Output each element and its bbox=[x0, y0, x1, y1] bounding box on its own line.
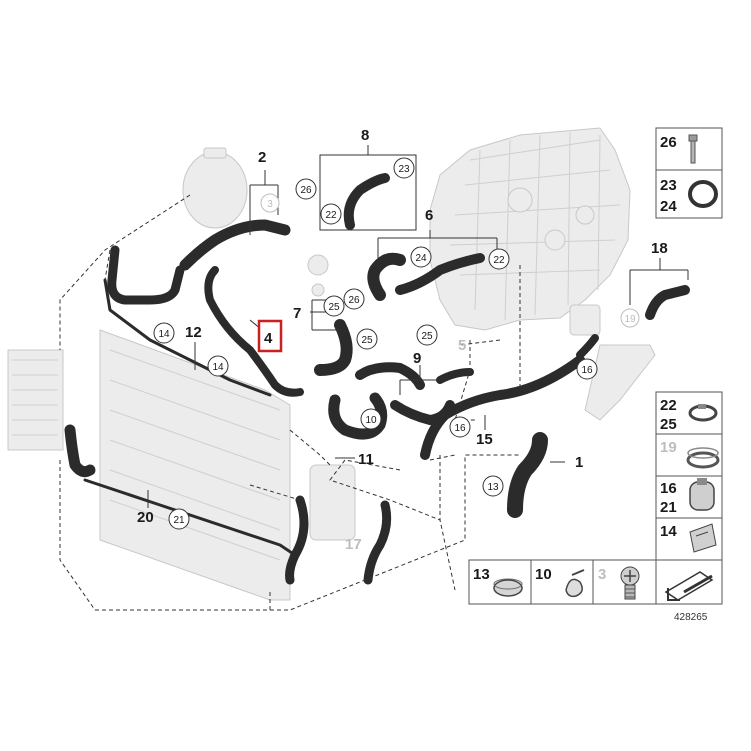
svg-text:22: 22 bbox=[325, 210, 337, 221]
svg-text:14: 14 bbox=[212, 362, 224, 373]
circled-3: 3 bbox=[260, 193, 280, 213]
circled-25-b: 25 bbox=[356, 328, 378, 350]
legend-3: 3 bbox=[598, 566, 606, 583]
svg-text:22: 22 bbox=[493, 255, 505, 266]
callout-labels: 1 2 5 6 7 8 9 11 12 15 17 18 20 bbox=[137, 127, 668, 553]
callout-6: 6 bbox=[425, 207, 433, 224]
leader-lines bbox=[59, 194, 521, 611]
callout-5: 5 bbox=[458, 337, 466, 354]
circled-22-b: 22 bbox=[488, 248, 510, 270]
svg-text:16: 16 bbox=[581, 365, 593, 376]
legend-14: 14 bbox=[660, 523, 677, 540]
svg-text:25: 25 bbox=[421, 331, 433, 342]
circled-25-a: 25 bbox=[323, 295, 345, 317]
circled-23: 23 bbox=[393, 157, 415, 179]
direction-arrow-icon bbox=[664, 571, 714, 601]
svg-text:19: 19 bbox=[624, 314, 636, 325]
coolant-reservoir-illustration bbox=[309, 464, 356, 541]
radiator-illustration bbox=[7, 329, 291, 601]
parts-legend-bottom: 13 10 3 bbox=[468, 559, 657, 605]
bolt-icon bbox=[688, 134, 698, 164]
circled-24: 24 bbox=[410, 246, 432, 268]
circled-21: 21 bbox=[168, 508, 190, 530]
circled-26-a: 26 bbox=[295, 178, 317, 200]
svg-text:13: 13 bbox=[487, 482, 499, 493]
svg-text:23: 23 bbox=[398, 164, 410, 175]
callout-20: 20 bbox=[137, 509, 154, 526]
legend-10: 10 bbox=[535, 566, 552, 583]
parts-legend-right: 26 23 24 22 25 19 16 21 bbox=[655, 127, 723, 605]
thermostat-housing-illustration bbox=[307, 254, 656, 421]
spring-clamp-icon bbox=[686, 447, 720, 469]
callout-12: 12 bbox=[185, 324, 202, 341]
spring-band-clamp-icon bbox=[493, 578, 523, 597]
circled-22-a: 22 bbox=[320, 203, 342, 225]
svg-text:10: 10 bbox=[365, 415, 377, 426]
callout-15: 15 bbox=[476, 431, 493, 448]
circled-14-a: 14 bbox=[153, 322, 175, 344]
retaining-clip-icon bbox=[689, 523, 717, 553]
legend-22: 22 bbox=[660, 397, 677, 414]
legend-25: 25 bbox=[660, 416, 677, 433]
svg-text:25: 25 bbox=[361, 335, 373, 346]
callout-8: 8 bbox=[361, 127, 369, 144]
callout-11: 11 bbox=[358, 451, 374, 468]
circled-references: 3 10 13 14 14 16 16 19 21 22 22 23 24 25… bbox=[153, 157, 640, 530]
callout-brackets bbox=[147, 145, 689, 508]
engine-block-illustration bbox=[429, 127, 631, 331]
svg-text:4: 4 bbox=[264, 330, 273, 347]
circled-16-a: 16 bbox=[449, 416, 471, 438]
hoses bbox=[64, 173, 690, 585]
bleed-screw-icon bbox=[620, 566, 640, 600]
highlighted-callout-4[interactable]: 4 bbox=[257, 319, 283, 353]
band-clamp-icon bbox=[689, 478, 715, 511]
circled-16-b: 16 bbox=[576, 358, 598, 380]
legend-23: 23 bbox=[660, 177, 677, 194]
circled-10: 10 bbox=[360, 408, 382, 430]
hose-clamp-icon bbox=[688, 404, 718, 422]
circled-25-c: 25 bbox=[416, 324, 438, 346]
svg-text:14: 14 bbox=[158, 329, 170, 340]
callout-18: 18 bbox=[651, 240, 668, 257]
legend-21: 21 bbox=[660, 499, 677, 516]
circled-26-b: 26 bbox=[343, 288, 365, 310]
svg-text:26: 26 bbox=[348, 295, 360, 306]
legend-24: 24 bbox=[660, 198, 677, 215]
svg-text:24: 24 bbox=[415, 253, 427, 264]
svg-text:21: 21 bbox=[173, 515, 185, 526]
circled-13: 13 bbox=[482, 475, 504, 497]
o-ring-icon bbox=[688, 180, 718, 208]
spring-clip-icon bbox=[565, 569, 585, 598]
legend-13: 13 bbox=[473, 566, 490, 583]
svg-text:25: 25 bbox=[328, 302, 340, 313]
callout-1: 1 bbox=[575, 454, 583, 471]
expansion-tank-illustration bbox=[182, 147, 248, 229]
circled-19: 19 bbox=[620, 308, 640, 328]
callout-2: 2 bbox=[258, 149, 266, 166]
callout-7: 7 bbox=[293, 305, 301, 322]
circled-14-b: 14 bbox=[207, 355, 229, 377]
svg-text:26: 26 bbox=[300, 185, 312, 196]
legend-19: 19 bbox=[660, 439, 677, 456]
legend-16: 16 bbox=[660, 480, 677, 497]
figure-id: 428265 bbox=[674, 612, 708, 623]
svg-text:3: 3 bbox=[267, 199, 273, 210]
callout-9: 9 bbox=[413, 350, 421, 367]
legend-26: 26 bbox=[660, 134, 677, 151]
callout-17: 17 bbox=[345, 536, 362, 553]
svg-text:16: 16 bbox=[454, 423, 466, 434]
